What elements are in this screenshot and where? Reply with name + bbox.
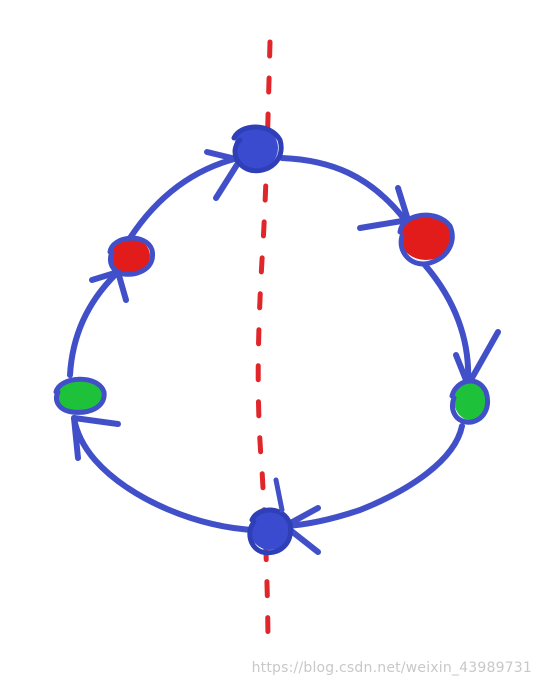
- node-lower-left: [53, 376, 107, 415]
- edge-lower-left-to-upper-left: [67, 272, 118, 378]
- node-top: [231, 124, 284, 174]
- edge-upper-right-to-lower-right: [422, 262, 472, 385]
- edge-bottom-to-lower-left: [71, 415, 258, 533]
- edge-upper-left-to-top: [127, 155, 241, 241]
- node-lower-right: [449, 378, 490, 425]
- edge-lower-right-to-bottom: [282, 423, 465, 529]
- cycle-edges: [67, 155, 472, 533]
- node-bottom: [247, 477, 294, 556]
- watermark: https://blog.csdn.net/weixin_43989731: [251, 660, 532, 676]
- node-upper-left: [107, 235, 156, 277]
- edge-top-to-upper-right: [279, 155, 408, 223]
- node-upper-right: [397, 212, 455, 267]
- nodes: [53, 124, 490, 556]
- arrowhead-icon: [71, 415, 121, 461]
